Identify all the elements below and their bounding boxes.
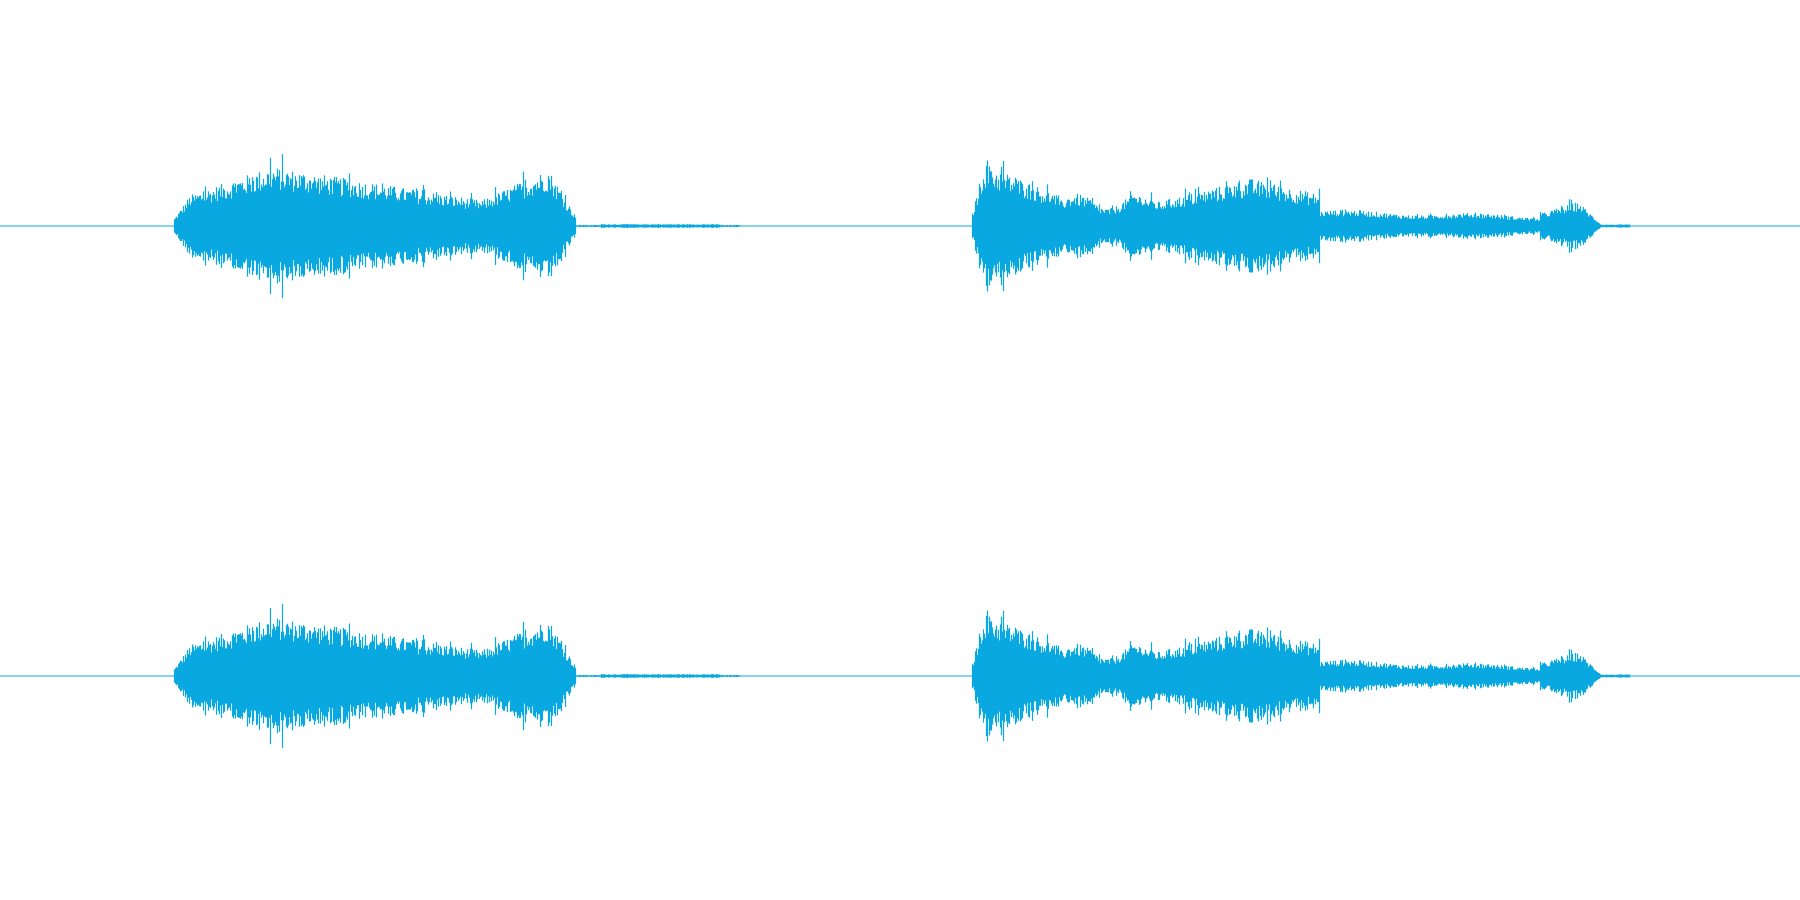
waveform-trace: [173, 154, 1631, 298]
waveform-channel-right[interactable]: [0, 604, 1800, 748]
waveform-channel-left[interactable]: [0, 154, 1800, 298]
waveform-trace: [173, 604, 1631, 748]
